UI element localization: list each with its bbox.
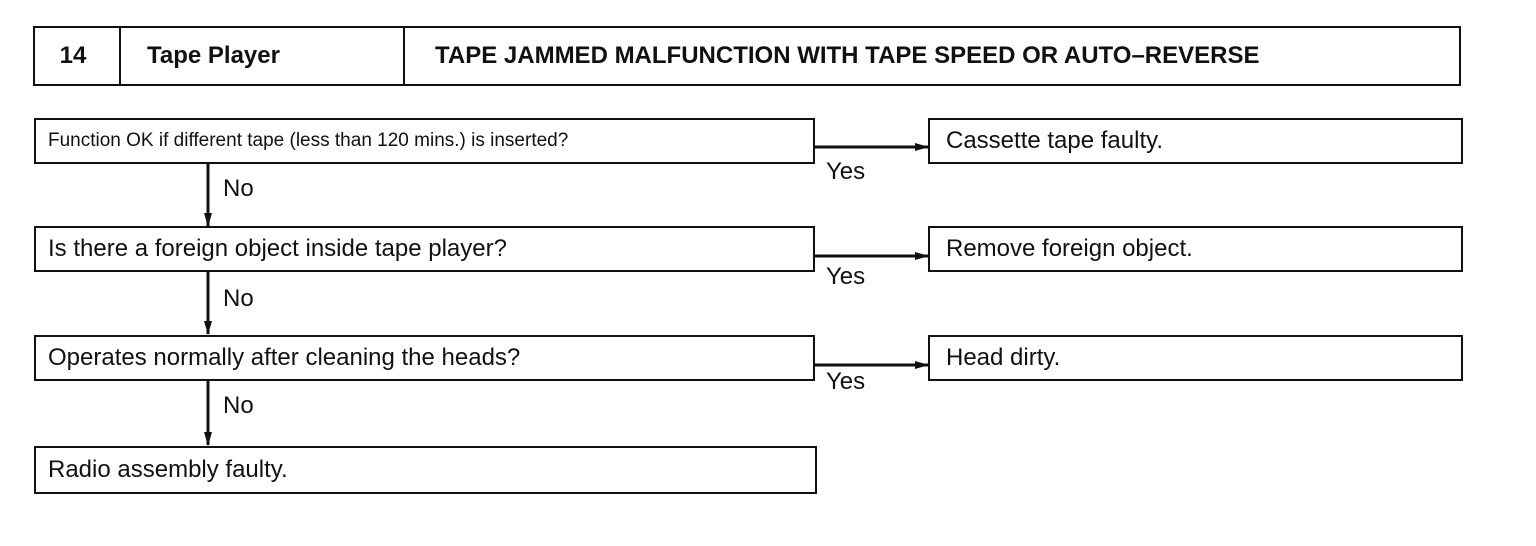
question-box-3: Operates normally after cleaning the hea… <box>34 335 815 381</box>
yes-label-1: Yes <box>826 158 866 185</box>
result-box-3: Head dirty. <box>928 335 1463 381</box>
question-box-2: Is there a foreign object inside tape pl… <box>34 226 815 272</box>
procedure-title: TAPE JAMMED MALFUNCTION WITH TAPE SPEED … <box>435 42 1260 69</box>
yes-label-2: Yes <box>826 263 866 290</box>
yes-label-3: Yes <box>826 368 866 395</box>
question-box-1: Function OK if different tape (less than… <box>34 118 815 164</box>
no-label-2: No <box>223 285 254 312</box>
procedure-number: 14 <box>35 28 121 84</box>
system-name: Tape Player <box>121 28 405 84</box>
no-label-3: No <box>223 392 254 419</box>
result-box-2: Remove foreign object. <box>928 226 1463 272</box>
no-label-1: No <box>223 175 254 202</box>
result-box-1: Cassette tape faulty. <box>928 118 1463 164</box>
final-result-box: Radio assembly faulty. <box>34 446 817 494</box>
header-table: 14 Tape Player TAPE JAMMED MALFUNCTION W… <box>33 26 1461 86</box>
